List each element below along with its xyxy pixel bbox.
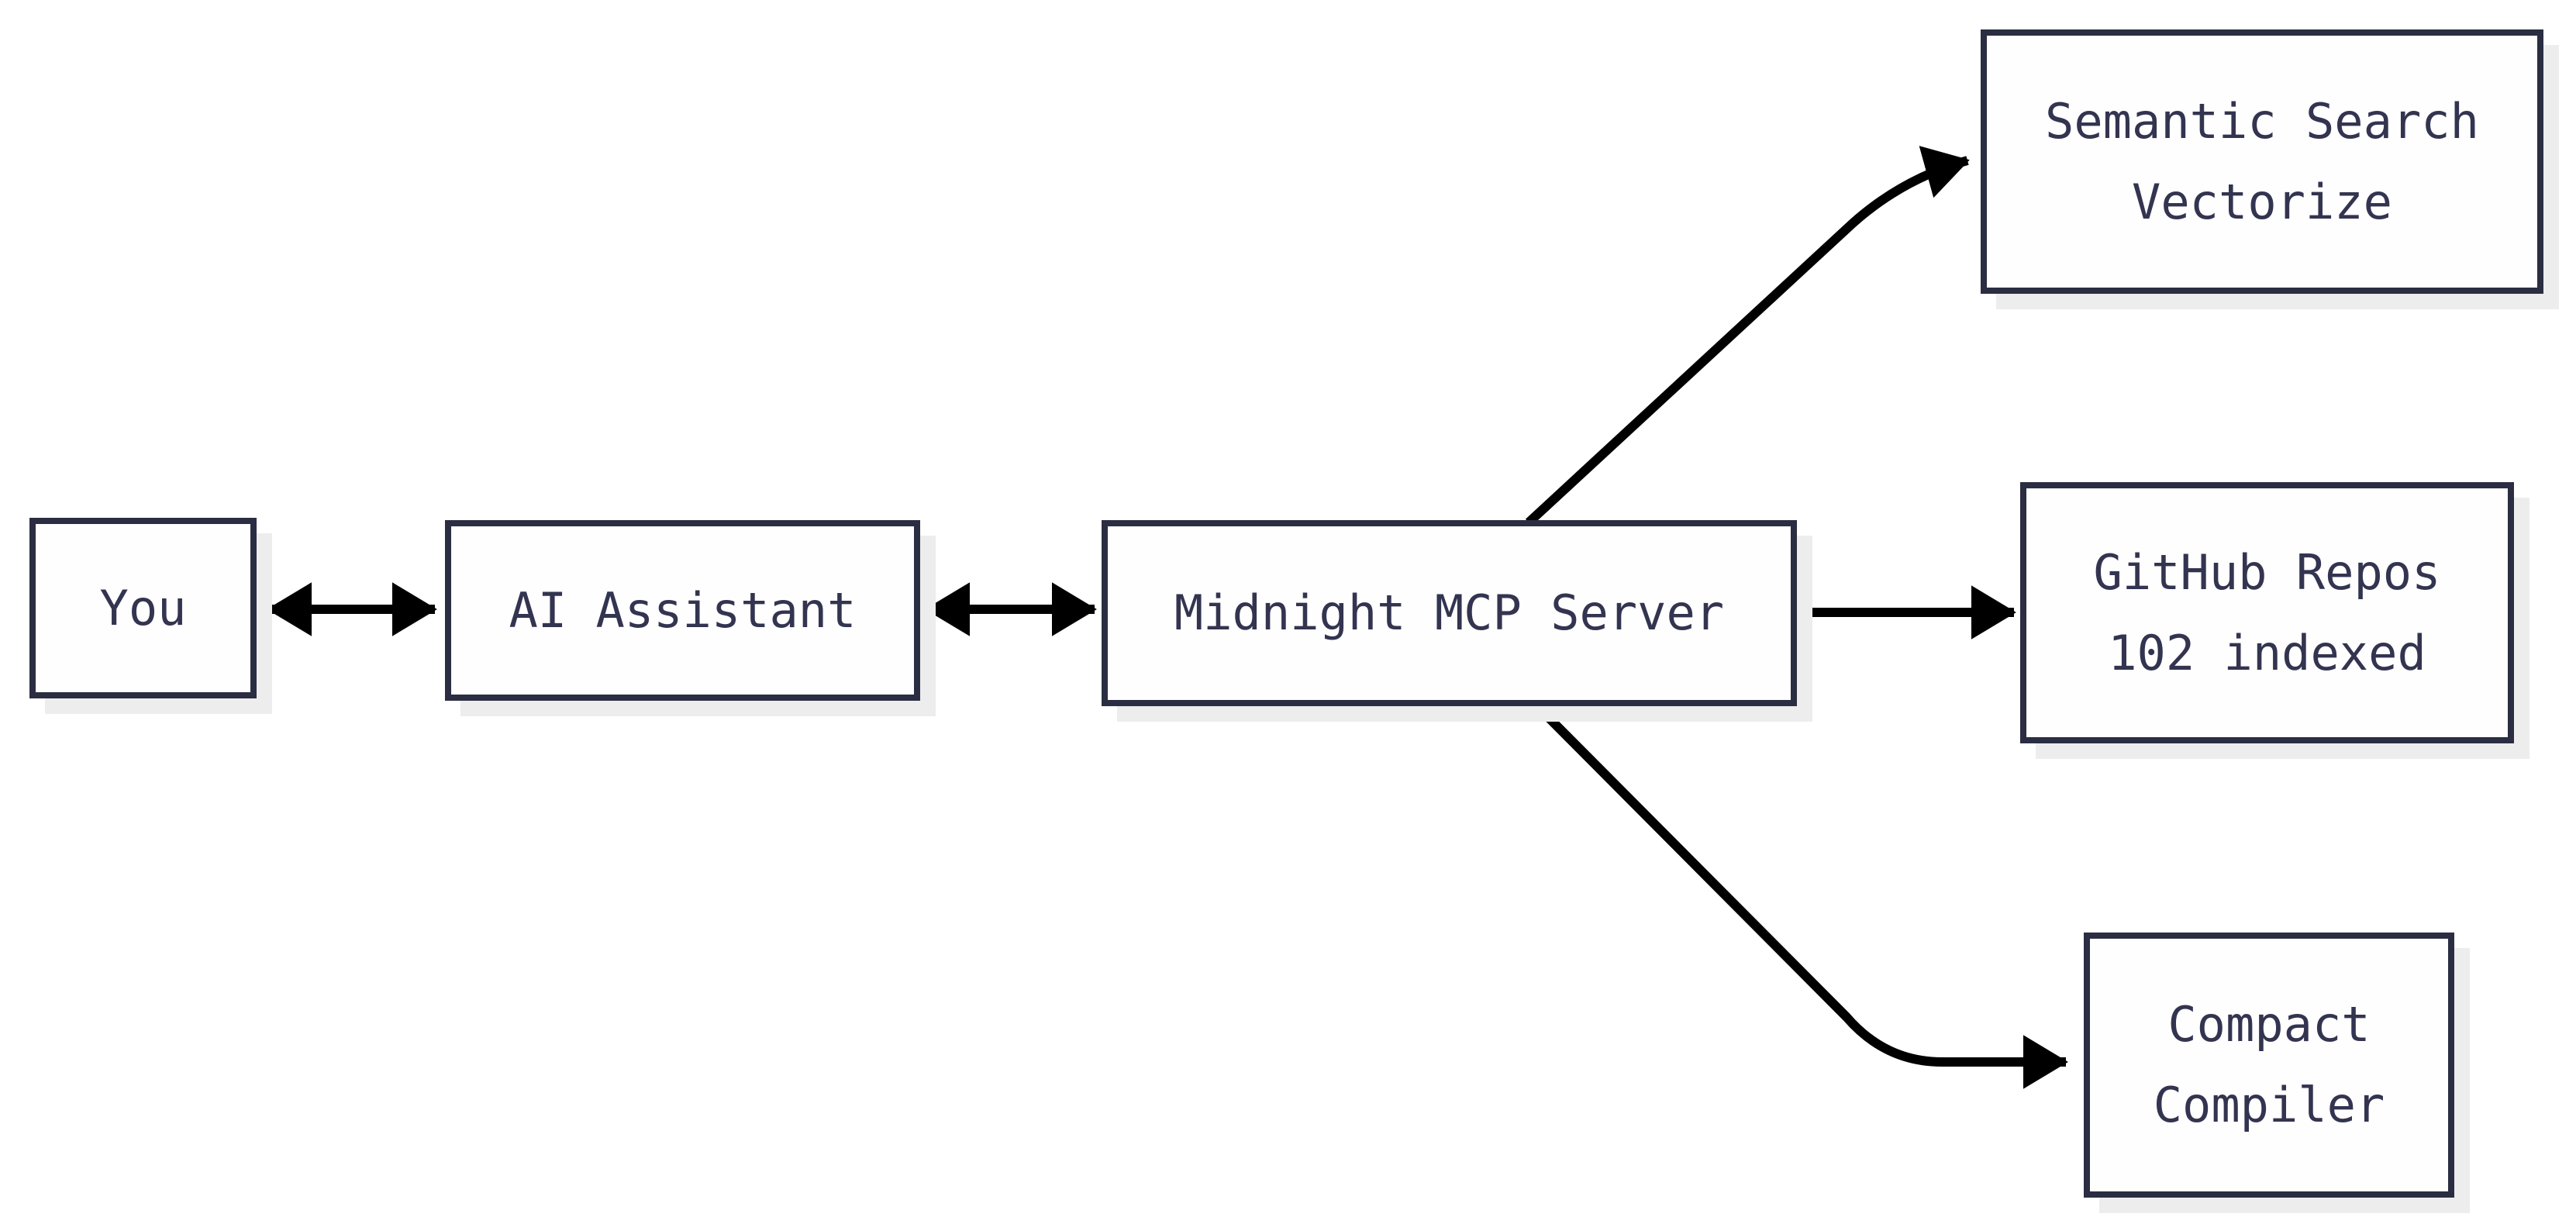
node-github-repos-label: GitHub Repos 102 indexed xyxy=(2093,543,2441,681)
node-ai-assistant-label: AI Assistant xyxy=(509,581,857,639)
node-compact-compiler-label: Compact Compiler xyxy=(2153,996,2385,1133)
edge-mcp-semantic-arrow xyxy=(1525,146,1970,526)
node-midnight-mcp-server-label: Midnight MCP Server xyxy=(1174,584,1725,641)
edge-mcp-compact-arrow xyxy=(1531,700,2068,1089)
node-github-repos: GitHub Repos 102 indexed xyxy=(2020,482,2514,743)
node-you-label: You xyxy=(99,579,187,636)
node-semantic-search-vectorize-label: Semantic Search Vectorize xyxy=(2045,92,2479,230)
node-semantic-search-vectorize: Semantic Search Vectorize xyxy=(1981,29,2543,294)
node-compact-compiler: Compact Compiler xyxy=(2084,933,2454,1198)
node-midnight-mcp-server: Midnight MCP Server xyxy=(1102,520,1797,706)
node-you: You xyxy=(29,518,257,698)
node-ai-assistant: AI Assistant xyxy=(445,520,920,701)
